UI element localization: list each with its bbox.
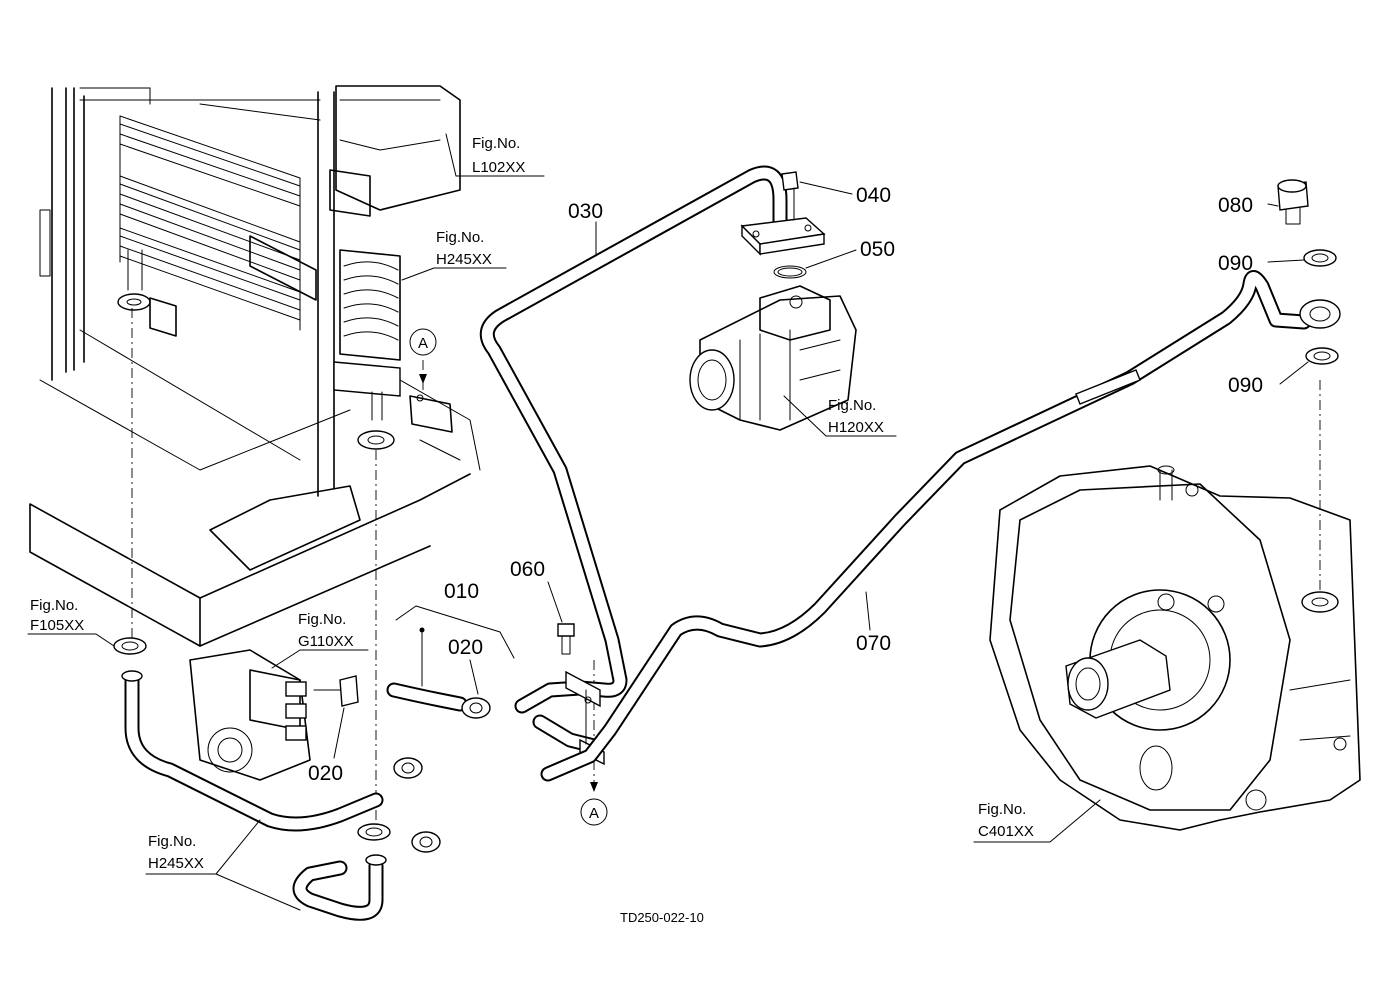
part-010-label: 010 [444,580,479,603]
fig-ref-h245-bottom-code: H245XX [148,855,204,872]
fig-ref-g110-prefix: Fig.No. [298,611,346,628]
part-050-label: 050 [860,238,895,261]
part-090-upper-label: 090 [1218,252,1253,275]
part-090-lower-label: 090 [1228,374,1263,397]
pipe-030 [479,165,826,754]
hose-clamps [113,637,441,853]
fig-ref-h245-top[interactable]: Fig.No. H245XX [436,229,492,268]
fig-ref-h245-bottom-prefix: Fig.No. [148,833,196,850]
fig-ref-f105[interactable]: Fig.No. F105XX [30,597,84,634]
reference-marker-a-lower: A [580,782,608,826]
radiator-core [39,115,317,331]
fig-ref-c401-code: C401XX [978,823,1034,840]
part-080-label: 080 [1218,194,1253,217]
fig-ref-g110-code: G110XX [298,633,354,650]
fig-ref-l102-prefix: Fig.No. [472,135,520,152]
marker-a-lower-label: A [589,805,599,822]
radiator-frame [29,85,481,647]
fig-ref-c401[interactable]: Fig.No. C401XX [978,801,1034,840]
fig-ref-h245-top-code: H245XX [436,251,492,268]
clamp-020-upper [313,675,359,707]
fig-ref-g110[interactable]: Fig.No. G110XX [298,611,354,650]
part-070-label: 070 [856,632,891,655]
hydraulic-pump [689,171,857,431]
fig-ref-c401-prefix: Fig.No. [978,801,1026,818]
fig-ref-l102-code: L102XX [472,159,525,176]
fig-ref-l102[interactable]: Fig.No. L102XX [472,135,525,176]
fig-ref-f105-code: F105XX [30,617,84,634]
fig-ref-h120-prefix: Fig.No. [828,397,876,414]
reference-marker-a-upper: A [409,328,437,384]
part-040-label: 040 [856,184,891,207]
part-020-lower-label: 020 [308,762,343,785]
fig-ref-h245-bottom[interactable]: Fig.No. H245XX [148,833,204,872]
hose-010 [386,627,468,712]
pipe-070 [540,270,1312,782]
bolt-060 [557,623,575,655]
transmission-housing [989,465,1361,831]
fig-ref-h245-top-prefix: Fig.No. [436,229,484,246]
fig-ref-h120-code: H120XX [828,419,884,436]
drawing-code: TD250-022-10 [620,910,704,925]
clamp-020-lower [461,697,491,719]
marker-a-upper-label: A [418,335,428,352]
part-020-upper-label: 020 [448,636,483,659]
leader-lines [27,133,1309,911]
part-060-label: 060 [510,558,545,581]
banjo-fitting [1277,179,1341,365]
radiator-lower-hoses [121,670,387,921]
engine-block [189,649,311,781]
oil-cooler-coil [333,249,401,450]
fig-ref-h120[interactable]: Fig.No. H120XX [828,397,884,436]
part-030-label: 030 [568,200,603,223]
fig-ref-f105-prefix: Fig.No. [30,597,78,614]
